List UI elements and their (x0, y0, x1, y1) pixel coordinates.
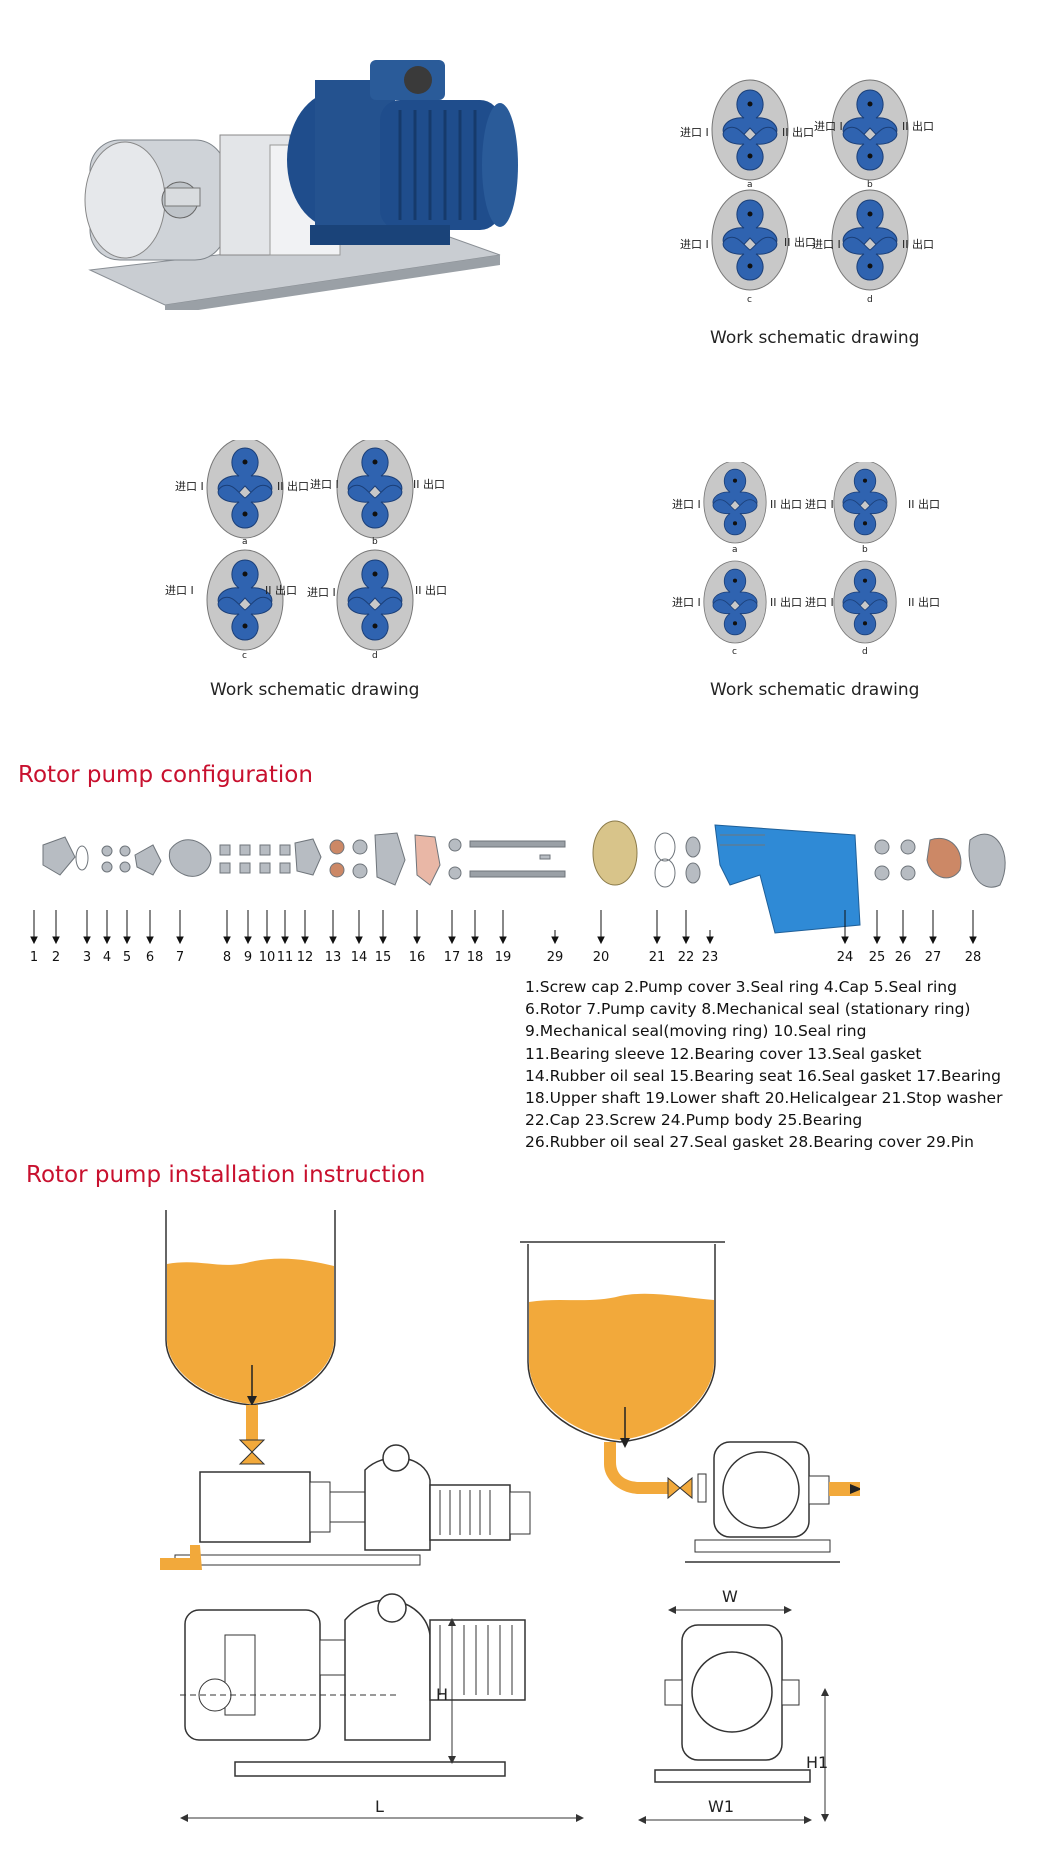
part-number: 12 (297, 950, 314, 965)
stage-label: c (747, 295, 752, 305)
dimension-h: H (436, 1685, 448, 1704)
part-number: 20 (593, 950, 610, 965)
inlet-label: 进口 I (814, 120, 843, 133)
stage-label: d (372, 651, 378, 661)
schematic-diagram-2: 进口 I II 出口 进口 I II 出口 进口 I II 出口 进口 I II… (165, 440, 447, 661)
dimension-w1: W1 (708, 1797, 734, 1816)
part-number: 9 (244, 950, 252, 965)
part-number: 17 (444, 950, 461, 965)
schematic-diagram-3: 进口 I II 出口 进口 I II 出口 进口 I II 出口 进口 I II… (672, 462, 940, 657)
parts-line: 9.Mechanical seal(moving ring) 10.Seal r… (525, 1022, 867, 1041)
part-number: 5 (123, 950, 131, 965)
inlet-label: 进口 I (672, 498, 701, 511)
stage-label: b (867, 180, 873, 190)
part-number: 21 (649, 950, 666, 965)
inlet-label: 进口 I (307, 586, 336, 599)
inlet-label: 进口 I (680, 126, 709, 139)
part-number: 4 (103, 950, 111, 965)
outlet-label: II 出口 (902, 237, 934, 251)
part-number: 18 (467, 950, 484, 965)
schematic-diagram-1: 进口 I II 出口 进口 I II 出口 进口 I II 出口 进口 I II… (680, 79, 934, 305)
stage-label: d (862, 647, 868, 657)
part-number: 6 (146, 950, 154, 965)
parts-list: 1.Screw cap 2.Pump cover 3.Seal ring 4.C… (525, 976, 1002, 1154)
part-number: 11 (277, 950, 294, 965)
installation-title: Rotor pump installation instruction (26, 1162, 426, 1188)
part-number: 14 (351, 950, 368, 965)
parts-line: 6.Rotor 7.Pump cavity 8.Mechanical seal … (525, 1000, 971, 1019)
part-number: 28 (965, 950, 982, 965)
parts-line: 14.Rubber oil seal 15.Bearing seat 16.Se… (525, 1066, 1001, 1085)
part-number: 29 (547, 950, 564, 965)
outlet-label: II 出口 (908, 497, 940, 511)
stage-label: a (242, 537, 248, 547)
parts-line: 1.Screw cap 2.Pump cover 3.Seal ring 4.C… (525, 978, 957, 996)
part-number: 19 (495, 950, 512, 965)
outlet-label: II 出口 (770, 497, 802, 511)
parts-line: 22.Cap 23.Screw 24.Pump body 25.Bearing (525, 1111, 863, 1130)
part-number: 26 (895, 950, 912, 965)
parts-line: 18.Upper shaft 19.Lower shaft 20.Helical… (525, 1089, 1003, 1108)
part-number: 1 (30, 950, 38, 965)
rotor-pump-photo (84, 60, 518, 310)
schematic-caption: Work schematic drawing (710, 328, 920, 348)
parts-line: 26.Rubber oil seal 27.Seal gasket 28.Bea… (525, 1133, 974, 1152)
outlet-label: II 出口 (415, 583, 447, 597)
part-number: 10 (259, 950, 276, 965)
inlet-label: 进口 I (165, 584, 194, 597)
stage-label: a (732, 545, 738, 555)
outlet-label: II 出口 (277, 479, 309, 493)
dimension-l: L (375, 1797, 384, 1816)
exploded-parts-diagram: 1 2 3 4 5 6 7 8 9 10 11 12 13 14 15 16 1… (30, 820, 1006, 965)
part-number: 16 (409, 950, 426, 965)
inlet-label: 进口 I (175, 480, 204, 493)
installation-front-view (520, 1241, 860, 1563)
outlet-label: II 出口 (770, 595, 802, 609)
part-number: 13 (325, 950, 342, 965)
inlet-label: 进口 I (812, 238, 841, 251)
part-number: 3 (83, 950, 91, 965)
part-number: 27 (925, 950, 942, 965)
dimension-h1: H1 (806, 1753, 828, 1772)
installation-side-view (160, 1210, 531, 1570)
part-number: 8 (223, 950, 231, 965)
outlet-label: II 出口 (265, 583, 297, 597)
dimension-front-view: W H1 W1 (638, 1587, 829, 1824)
outlet-label: II 出口 (784, 235, 816, 249)
outlet-label: II 出口 (908, 595, 940, 609)
schematic-caption: Work schematic drawing (210, 680, 420, 700)
part-number: 23 (702, 950, 719, 965)
part-number: 22 (678, 950, 695, 965)
parts-line: 11.Bearing sleeve 12.Bearing cover 13.Se… (525, 1044, 922, 1063)
inlet-label: 进口 I (805, 596, 834, 609)
inlet-label: 进口 I (672, 596, 701, 609)
outlet-label: II 出口 (413, 477, 445, 491)
stage-label: c (242, 651, 247, 661)
inlet-label: 进口 I (805, 498, 834, 511)
stage-label: a (747, 180, 753, 190)
part-number: 25 (869, 950, 886, 965)
dimension-w: W (722, 1587, 738, 1606)
dimension-side-view: H L (180, 1593, 584, 1822)
part-number: 24 (837, 950, 854, 965)
part-number: 2 (52, 950, 60, 965)
part-number: 15 (375, 950, 392, 965)
configuration-title: Rotor pump configuration (18, 762, 313, 788)
inlet-label: 进口 I (680, 238, 709, 251)
stage-label: b (862, 545, 868, 555)
outlet-label: II 出口 (902, 119, 934, 133)
inlet-label: 进口 I (310, 478, 339, 491)
stage-label: c (732, 647, 737, 657)
part-number: 7 (176, 950, 184, 965)
outlet-label: II 出口 (782, 125, 814, 139)
schematic-caption: Work schematic drawing (710, 680, 920, 700)
stage-label: d (867, 295, 873, 305)
stage-label: b (372, 537, 378, 547)
